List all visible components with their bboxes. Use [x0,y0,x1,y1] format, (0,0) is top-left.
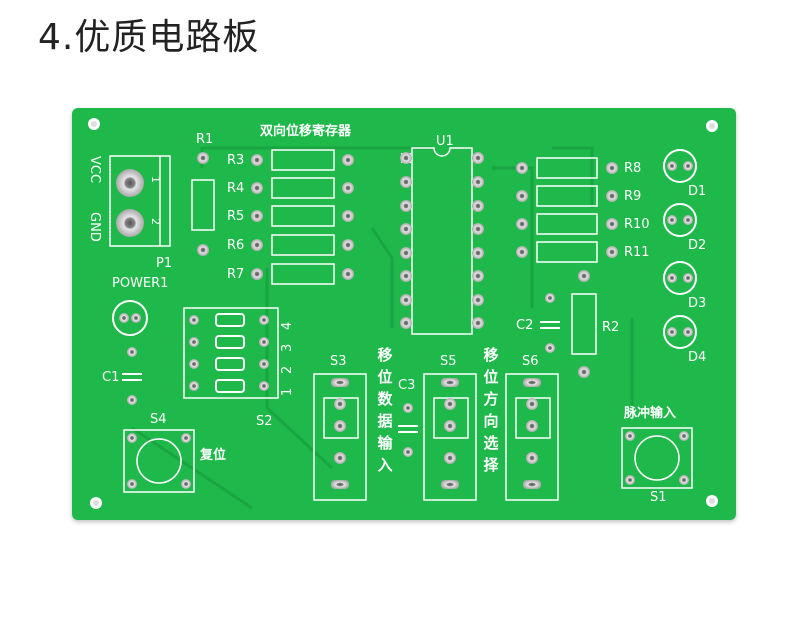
d3-label: D3 [688,296,707,311]
vcc-label: VCC [87,156,102,184]
c3-label: C3 [398,378,416,393]
push-button-s4 [123,429,195,493]
dip-number-1: 1 [280,387,295,396]
r3-label: R3 [227,153,245,168]
u1-footprint [400,147,484,335]
s1-label: S1 [650,490,667,505]
d1-label: D1 [688,184,707,199]
s4-label: S4 [150,412,167,427]
led-footprints [663,149,697,349]
board-title: 双向位移寄存器 [260,124,352,139]
r1-label: R1 [196,132,214,147]
s6-label: S6 [522,354,539,369]
gnd-label: GND [87,212,102,242]
r9-label: R9 [624,189,642,204]
pulse-input-label: 脉冲输入 [624,406,677,421]
r5-label: R5 [227,209,245,224]
terminal-block [109,155,171,247]
p1-label: P1 [156,256,173,271]
r2-label: R2 [602,320,620,335]
s2-label: S2 [256,414,273,429]
terminal-pin1-label: 1 [149,176,162,183]
dip-number-4: 4 [280,321,295,330]
u1-label: U1 [436,134,454,149]
d2-label: D2 [688,238,707,253]
pcb-board: 双向位移寄存器 U1 R1 R3 R4 R5 R6 R7 R8 R9 R10 R… [72,108,736,520]
r4-label: R4 [227,181,245,196]
c3-footprint [398,403,418,457]
copper-traces [131,146,634,510]
r8-label: R8 [624,161,642,176]
terminal-pin2-label: 2 [149,218,162,225]
r6-label: R6 [227,238,245,253]
r7-label: R7 [227,267,245,282]
d4-label: D4 [688,350,707,365]
c1-label: C1 [102,370,120,385]
shift-data-input-label: 移位数据输入 [377,346,393,474]
pcb-artwork [88,118,718,510]
dip-switch-footprint [183,307,279,399]
shift-direction-label: 移位方向选择 [483,346,499,474]
reset-label: 复位 [200,448,227,463]
s5-label: S5 [440,354,457,369]
mounting-holes [88,118,718,509]
dip-number-3: 3 [280,343,295,352]
r2-footprint [571,270,597,378]
c2-label: C2 [516,318,534,333]
push-button-s1 [621,427,693,489]
r1-footprint [191,152,215,256]
s3-label: S3 [330,354,347,369]
r10-label: R10 [624,217,650,232]
slide-switch-footprints [313,373,559,501]
r11-label: R11 [624,245,650,260]
resistor-array-left [251,149,354,285]
power-led [112,300,148,336]
dip-number-2: 2 [280,365,295,374]
page-heading: 4.优质电路板 [38,17,260,58]
power-led-label: POWER1 [112,276,169,291]
resistor-array-right [516,157,618,263]
c1-footprint [122,347,142,405]
c2-footprint [540,293,560,353]
